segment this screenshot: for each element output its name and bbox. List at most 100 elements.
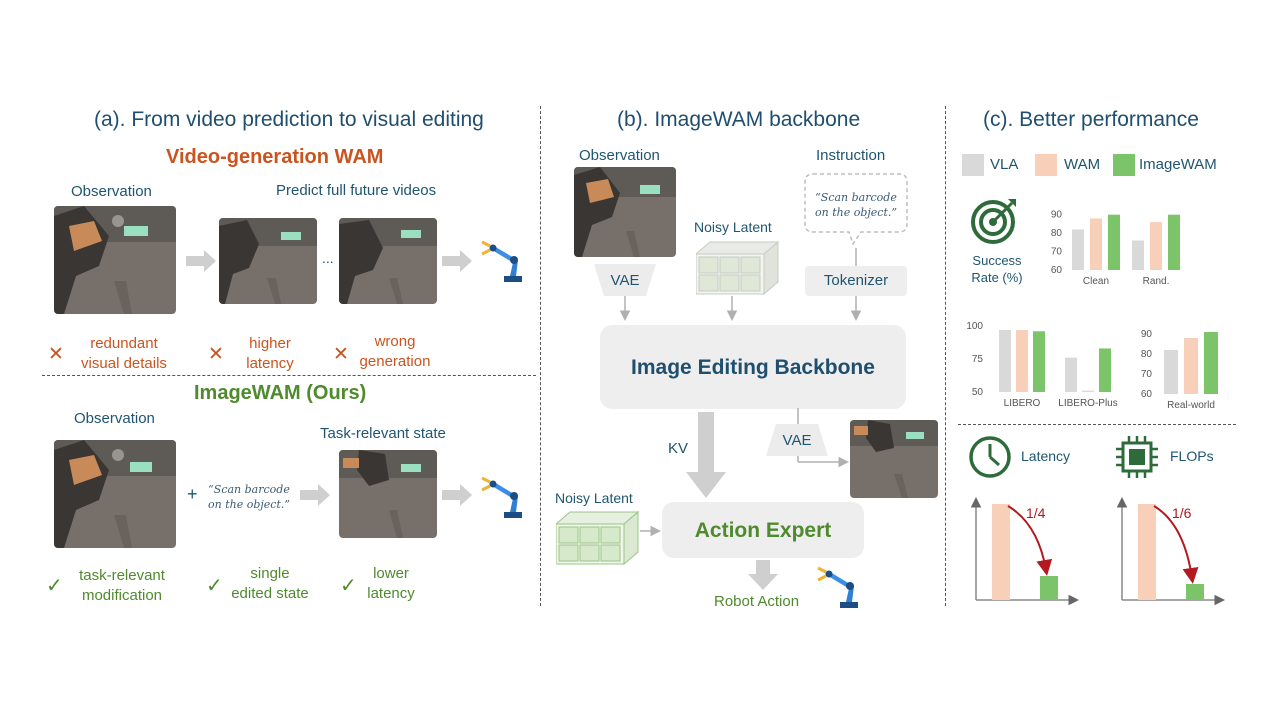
pro-text: task-relevant modification (79, 567, 165, 604)
flops-label: FLOPs (1170, 448, 1214, 464)
target-icon (971, 199, 1016, 244)
bar-imagewam (1099, 348, 1111, 392)
arrow-right-icon (186, 250, 216, 272)
y-tick-label: 80 (1141, 349, 1153, 360)
observation-label-b: Observation (579, 147, 660, 164)
task-state-label: Task-relevant state (320, 425, 446, 442)
panel-a-title: (a). From video prediction to visual edi… (94, 108, 484, 131)
imagewam-title: ImageWAM (Ours) (194, 382, 367, 404)
section-divider (42, 375, 536, 376)
frames-ellipsis: ... (322, 250, 334, 266)
pro-text: lower latency (367, 565, 415, 602)
down-arrow-icon (748, 560, 778, 590)
task-state-image (339, 450, 437, 538)
image-editing-backbone-box (600, 325, 906, 409)
panel-divider (540, 106, 541, 606)
y-tick-label: 75 (972, 354, 984, 365)
vae-encoder-shape (594, 264, 656, 296)
reduction-label: 1/6 (1172, 505, 1192, 521)
x-tick-label: Real-world (1167, 400, 1215, 411)
x-tick-label: Clean (1083, 276, 1109, 287)
y-tick-label: 90 (1051, 210, 1063, 221)
y-tick-label: 60 (1051, 265, 1063, 276)
con-text: higher latency (246, 335, 294, 372)
bar-imagewam (1186, 583, 1204, 600)
bar-wam (1016, 329, 1028, 392)
bar-vla (1065, 357, 1077, 392)
bar-imagewam (1108, 214, 1120, 270)
robot-arm-icon (817, 566, 858, 608)
cross-icon: ✕ (333, 344, 349, 365)
speech-bubble-icon (804, 173, 908, 246)
x-tick-label: LIBERO-Plus (1058, 398, 1117, 409)
check-icon: ✓ (46, 575, 63, 597)
reduction-arrow (1153, 505, 1199, 584)
robot-arm-icon (481, 240, 522, 282)
bar-wam (1082, 390, 1094, 392)
bar-imagewam (1204, 332, 1218, 394)
cross-icon: ✕ (48, 344, 64, 365)
tokenizer-box (805, 266, 907, 296)
latent-to-expert-arrow (640, 525, 661, 537)
kv-arrow-icon (686, 412, 726, 498)
bar-wam (1150, 222, 1162, 270)
x-tick-label: Rand. (1143, 276, 1170, 287)
vae-decoder-arrow (797, 408, 849, 468)
video-wam-title: Video-generation WAM (166, 146, 384, 168)
vae-label-top: VAE (610, 272, 640, 289)
observation-image-2 (54, 440, 176, 548)
robot-action-label: Robot Action (714, 593, 800, 610)
noisy-latent-label-bottom: Noisy Latent (555, 490, 633, 506)
reduction-label: 1/4 (1026, 505, 1046, 521)
bar-vla (1072, 229, 1084, 270)
y-tick-label: 100 (966, 321, 983, 332)
bar-vla (1132, 240, 1144, 270)
backbone-label: Image Editing Backbone (631, 356, 875, 379)
arrow-right-icon (442, 250, 472, 272)
y-tick-label: 50 (972, 387, 984, 398)
tokenizer-label: Tokenizer (823, 272, 889, 289)
observation-label-2: Observation (74, 410, 155, 427)
latency-label: Latency (1021, 448, 1071, 464)
section-divider (958, 424, 1236, 425)
panel-b-title: (b). ImageWAM backbone (617, 108, 861, 131)
y-tick-label: 70 (1051, 247, 1063, 258)
vae-label-bottom: VAE (782, 432, 812, 449)
legend-label: ImageWAM (1139, 156, 1217, 173)
y-tick-label: 60 (1141, 389, 1153, 400)
instruction-label: Instruction (816, 147, 886, 164)
clock-icon (969, 436, 1011, 478)
kv-label: KV (668, 440, 689, 457)
latency-chart: 1/4 (970, 497, 1079, 606)
y-tick-label: 70 (1141, 369, 1153, 380)
vae-decoder-shape (766, 424, 828, 456)
arrow-right-icon (442, 484, 472, 506)
noisy-latent-cube-icon (556, 510, 640, 566)
success-rate-label: Success Rate (%) (971, 253, 1023, 285)
edited-state-image (850, 420, 938, 498)
future-frame-1 (219, 218, 317, 304)
reduction-arrow (1007, 505, 1053, 576)
pro-text: single edited state (231, 565, 309, 602)
cross-icon: ✕ (208, 344, 224, 365)
instruction-quote-b: “Scan barcode on the object.” (814, 191, 897, 219)
y-tick-label: 90 (1141, 329, 1153, 340)
predict-label: Predict full future videos (276, 182, 437, 199)
legend-label: VLA (990, 156, 1019, 173)
panel-divider (945, 106, 946, 606)
plus-sign: + (187, 484, 198, 504)
bar-wam (992, 504, 1010, 600)
observation-label: Observation (71, 183, 152, 200)
bar-imagewam (1033, 331, 1045, 392)
chip-icon (1116, 436, 1158, 478)
legend-swatch-wam (1035, 154, 1057, 176)
arrow-right-icon (300, 484, 330, 506)
input-arrows (619, 248, 862, 321)
noisy-latent-label-top: Noisy Latent (694, 219, 772, 235)
flops-chart: 1/6 (1116, 497, 1225, 606)
bar-vla (1164, 350, 1178, 394)
noisy-latent-cube-icon (696, 240, 780, 296)
future-frame-2 (339, 218, 437, 304)
